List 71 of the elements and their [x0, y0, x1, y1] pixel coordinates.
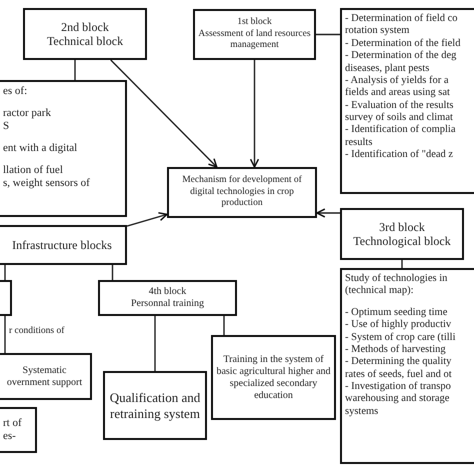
list-item-text: rotation system [345, 25, 410, 38]
box-text: Qualification and retraining system [108, 390, 202, 422]
list-item-text: ent with a digital [3, 142, 78, 155]
list-item-text: - Determining the quality [345, 356, 452, 369]
list-item-text: s, weight sensors of [3, 176, 91, 190]
connector-line [154, 316, 156, 371]
arrow [250, 60, 260, 168]
box-text: es- [3, 430, 17, 444]
connector-line [223, 316, 225, 335]
block-title: 3rd block [378, 220, 426, 234]
list-item-text: llation of fuel [3, 164, 64, 177]
list-item-text: diseases, plant pests [345, 62, 430, 75]
list-item-text: - Identification of complia [345, 124, 457, 137]
list-item-text: results [345, 136, 374, 150]
arrow [110, 60, 218, 168]
training-box [211, 335, 336, 420]
block-title: Systematic [22, 364, 68, 376]
list-item-text: warehousing and storage [345, 393, 450, 406]
task-list-box [0, 80, 127, 217]
connector-line [112, 265, 114, 280]
list-item-text: (technical map): [345, 285, 415, 298]
list-item-text: systems [345, 406, 380, 418]
task-list-box [340, 268, 474, 464]
list-item-text: - Identification of "dead z [345, 149, 454, 162]
list-item-text: - Determination of field co [345, 13, 459, 26]
block-header-box [340, 208, 464, 260]
list-item-text: - System of crop care (tilli [345, 332, 457, 344]
list-item-text: - Analysis of yields for a [345, 74, 450, 88]
connector-line [316, 34, 340, 36]
qualification-box [103, 371, 207, 440]
block-title: rt of [3, 416, 23, 430]
block-header-box [0, 225, 127, 265]
list-item-text: - Investigation of transpo [345, 381, 452, 394]
block-header-box [193, 9, 316, 60]
task-list-box [340, 8, 474, 194]
list-item-text: - Methods of harvesting [345, 344, 447, 356]
block-title: 1st block [236, 17, 273, 29]
box-text: overnment support [6, 376, 84, 388]
list-item-text: ractor park [3, 106, 52, 120]
block-box [0, 280, 12, 316]
block-title: 2nd block [60, 20, 110, 34]
note-text: r conditions of [9, 326, 64, 336]
box-text: Infrastructure blocks [11, 238, 113, 252]
box-text: Mechanism for development of digital technologies in crop production [181, 175, 303, 210]
box-text: Technological block [352, 234, 452, 248]
block-header-box [23, 8, 147, 60]
box-text: Technical block [46, 34, 124, 48]
mechanism-box [167, 167, 317, 218]
support-box [0, 353, 92, 400]
list-item-text: Study of technologies in [345, 273, 448, 286]
box-text: Training in the system of basic agricultural higher and specialized secondary education [216, 354, 331, 402]
connector-line [74, 60, 76, 80]
list-item-text: - Use of highly productiv [345, 319, 452, 332]
list-item-text: - Optimum seeding time [345, 306, 448, 320]
block-title: 4th block [148, 286, 188, 298]
list-item-text: rates of seeds, fuel and ot [345, 368, 453, 381]
list-item-text: - Determination of the field [345, 38, 462, 50]
arrow [316, 208, 340, 218]
list-item-text: es of: [3, 85, 28, 98]
connector-line [4, 265, 6, 280]
list-item-text: survey of soils and climat [345, 112, 454, 124]
list-item-text: fields and areas using sat [345, 87, 451, 100]
box-text: Personnal training [130, 298, 206, 310]
box-text: Assessment of land resources management [198, 28, 311, 52]
arrow [126, 212, 168, 227]
list-item-text: - Determination of the deg [345, 50, 458, 62]
block-box [0, 407, 37, 453]
connector-line [4, 316, 6, 353]
list-item-text: S [3, 120, 10, 133]
block-header-box [98, 280, 237, 316]
list-item-text: - Evaluation of the results [345, 100, 454, 112]
